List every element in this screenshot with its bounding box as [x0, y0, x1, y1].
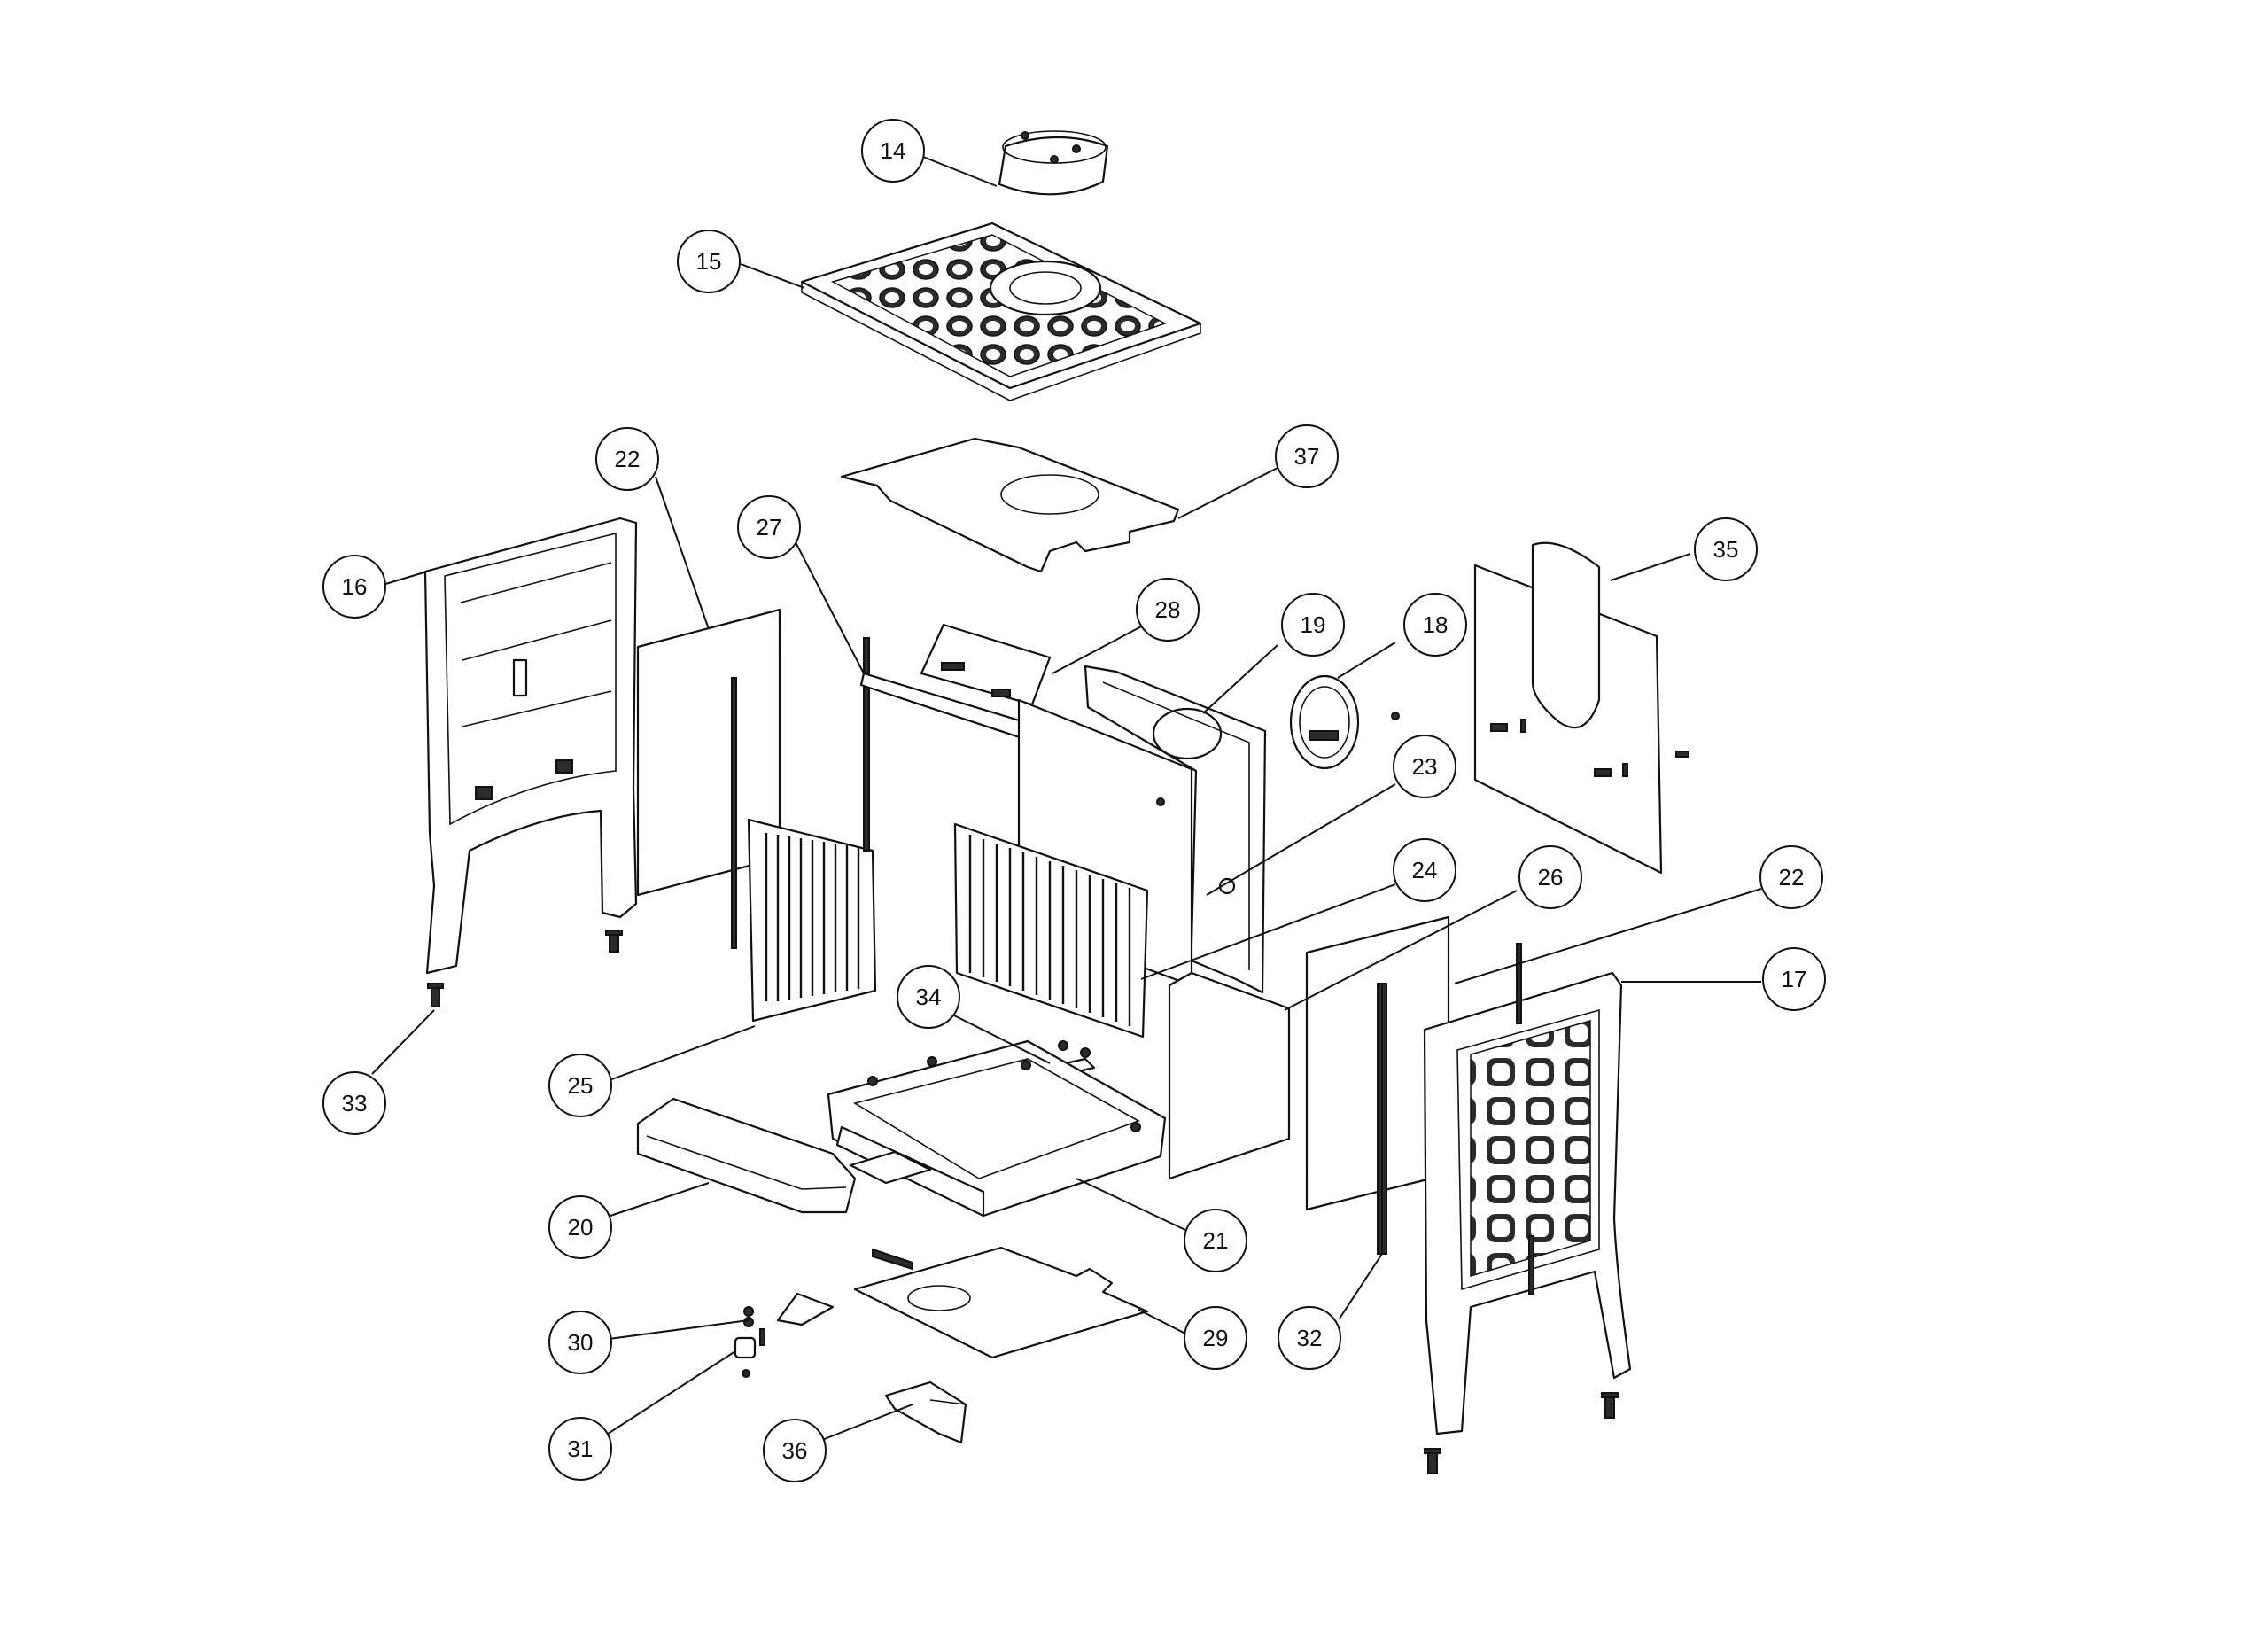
leader-28: [1052, 624, 1146, 674]
callout-label: 27: [757, 514, 782, 541]
part-bracket: [920, 623, 1052, 706]
part-air-slide: [743, 1292, 835, 1346]
part-left-side-frame: [423, 517, 638, 975]
callout-label: 19: [1301, 611, 1326, 638]
callout-27: 27: [737, 495, 801, 559]
leader-22b: [1454, 888, 1762, 984]
leader-15: [740, 263, 805, 289]
callout-label: 25: [568, 1072, 594, 1099]
part-mounting-bracket: [884, 1381, 967, 1444]
leader-16: [382, 571, 428, 586]
leader-20: [602, 1182, 710, 1219]
callout-label: 23: [1412, 753, 1438, 780]
callout-label: 14: [881, 137, 906, 164]
callout-16: 16: [322, 555, 386, 619]
callout-label: 33: [342, 1090, 368, 1116]
callout-label: 21: [1203, 1227, 1229, 1254]
callout-label: 16: [342, 573, 368, 600]
part-foot-screw: [427, 983, 444, 1007]
callout-32: 32: [1278, 1306, 1341, 1370]
callout-37: 37: [1275, 424, 1339, 488]
part-side-firebrick: [1168, 971, 1291, 1180]
part-inspection-door: [1289, 674, 1400, 770]
callout-26: 26: [1518, 845, 1582, 909]
leader-37: [1177, 467, 1278, 519]
callout-label: 28: [1155, 596, 1181, 623]
callout-35: 35: [1694, 517, 1758, 581]
leader-26: [1284, 890, 1518, 1011]
callouts: 14 15 22 16 27 37 28 19 18 35 23 24 26 2…: [322, 119, 1826, 1482]
callout-label: 15: [696, 248, 722, 275]
part-base: [827, 1039, 1167, 1218]
part-left-screw: [605, 930, 623, 953]
leader-35: [1610, 553, 1691, 581]
callout-19: 19: [1281, 593, 1345, 657]
callout-29: 29: [1184, 1306, 1247, 1370]
leader-31: [602, 1350, 736, 1438]
leader-lines: [371, 156, 1762, 1441]
part-side-insulation-left: [636, 608, 781, 949]
part-top-plate: [800, 222, 1202, 401]
callout-label: 22: [1779, 864, 1805, 891]
callout-23: 23: [1393, 735, 1456, 798]
callout-label: 29: [1203, 1325, 1229, 1351]
callout-25: 25: [548, 1054, 612, 1117]
callout-22: 22: [1759, 845, 1823, 909]
part-back-plate: [1084, 665, 1267, 994]
part-left-grille: [747, 637, 877, 1023]
callout-14: 14: [861, 119, 925, 183]
part-ash-lip: [636, 1097, 857, 1214]
callout-28: 28: [1136, 578, 1200, 642]
part-heat-shield: [1473, 541, 1689, 875]
leader-21: [1076, 1178, 1186, 1231]
callout-label: 20: [568, 1214, 594, 1241]
leader-22a: [655, 476, 710, 630]
callout-label: 37: [1294, 443, 1320, 470]
leader-19: [1202, 644, 1278, 714]
callout-31: 31: [548, 1417, 612, 1481]
callout-label: 31: [568, 1435, 594, 1462]
leader-24: [1140, 883, 1396, 980]
callout-label: 18: [1423, 611, 1449, 638]
callout-label: 22: [615, 446, 641, 472]
callout-22: 22: [595, 427, 659, 491]
callout-17: 17: [1762, 947, 1826, 1011]
callout-label: 35: [1713, 536, 1739, 563]
callout-label: 32: [1297, 1325, 1323, 1351]
leader-30: [602, 1319, 750, 1341]
leader-18: [1337, 642, 1396, 679]
leader-23: [1206, 783, 1396, 896]
callout-label: 30: [568, 1329, 594, 1356]
callout-label: 36: [782, 1437, 808, 1464]
leader-29: [1138, 1309, 1186, 1334]
part-front-grille: [953, 822, 1149, 1039]
leader-36: [821, 1404, 913, 1441]
callout-label: 17: [1782, 966, 1807, 992]
callout-label: 26: [1538, 864, 1564, 891]
leader-27: [795, 541, 865, 674]
callout-15: 15: [677, 230, 741, 293]
leader-33: [371, 1009, 435, 1075]
part-knob: [734, 1336, 757, 1378]
callout-20: 20: [548, 1195, 612, 1259]
leader-14: [922, 156, 998, 187]
callout-label: 24: [1412, 857, 1438, 883]
callout-33: 33: [322, 1071, 386, 1135]
part-right-side-frame: [1423, 943, 1632, 1474]
leader-25: [602, 1025, 756, 1084]
leader-32: [1339, 1253, 1383, 1319]
callout-24: 24: [1393, 838, 1456, 902]
part-rod: [1377, 983, 1383, 1255]
callout-34: 34: [897, 965, 960, 1029]
callout-18: 18: [1403, 593, 1467, 657]
callout-30: 30: [548, 1311, 612, 1374]
part-flue-collar: [998, 130, 1109, 196]
leader-34: [951, 1014, 1051, 1064]
callout-36: 36: [763, 1419, 827, 1482]
callout-21: 21: [1184, 1209, 1247, 1272]
callout-label: 34: [916, 984, 942, 1010]
part-bottom-plate: [853, 1246, 1149, 1359]
part-baffle-plate: [840, 437, 1180, 573]
